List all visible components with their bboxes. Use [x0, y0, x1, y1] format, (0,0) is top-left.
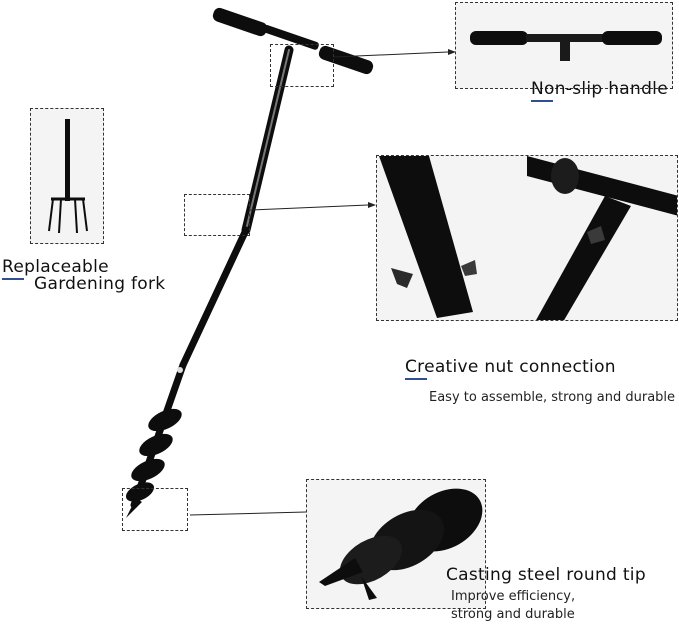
fork-title-line1: Replaceable [2, 257, 109, 277]
fork-detail-photo [30, 108, 104, 244]
fork-title-underline [2, 278, 24, 280]
nut-highlight-box [184, 194, 250, 236]
tip-subtitle-line2: strong and durable [451, 607, 575, 622]
t-handle [212, 7, 374, 75]
nut-subtitle: Easy to assemble, strong and durable [429, 390, 676, 405]
nut-title-underline [405, 378, 427, 380]
callout-connectors [189, 51, 449, 516]
tip-highlight-box [122, 488, 188, 531]
handle-title: Non-slip handle [531, 79, 668, 99]
handle-detail-photo [455, 2, 673, 89]
tip-subtitle-line1: Improve efficiency, [451, 589, 576, 604]
auger-spiral [125, 408, 182, 518]
handle-highlight-box [270, 44, 334, 87]
tip-title: Casting steel round tip [446, 565, 646, 585]
nut-detail-photo [376, 155, 678, 321]
nut-title: Creative nut connection [405, 357, 616, 377]
tip-detail-photo [306, 479, 486, 609]
fork-title-line2: Gardening fork [34, 274, 166, 294]
handle-title-underline [531, 100, 553, 102]
